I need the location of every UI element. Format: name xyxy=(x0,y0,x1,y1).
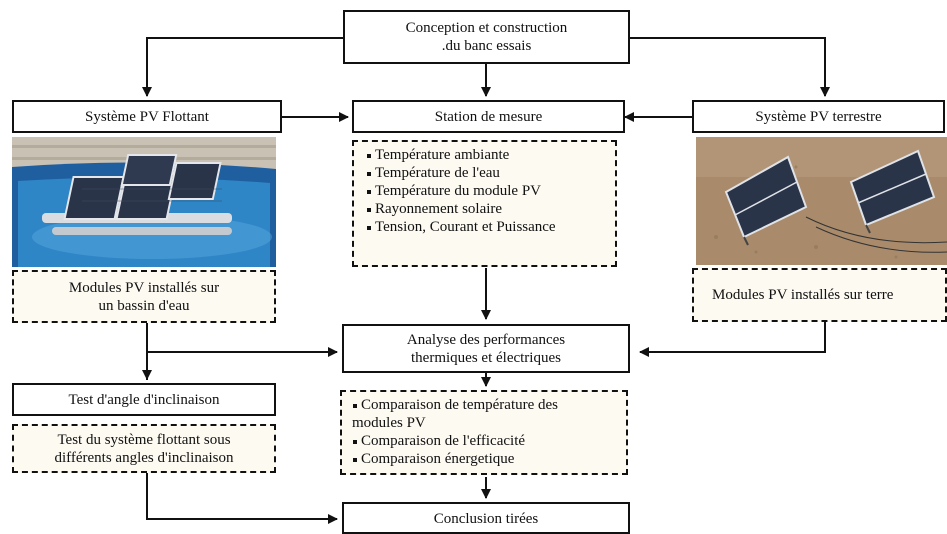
floating-pv-photo xyxy=(12,137,276,267)
comparison-item: Comparaison énergetique xyxy=(352,450,626,468)
tilt-note-line-2: différents angles d'inclinaison xyxy=(54,449,234,466)
comparison-item-text: Comparaison de température des xyxy=(361,397,559,413)
comparison-list-box: Comparaison de température des modules P… xyxy=(340,390,628,475)
design-line-1: Conception et construction xyxy=(405,20,568,36)
comparison-list: Comparaison de température des modules P… xyxy=(352,396,626,468)
ground-modules-note: Modules PV installés sur terre xyxy=(692,268,947,322)
ground-note-text: Modules PV installés sur terre xyxy=(712,287,894,303)
measurement-list-box: Température ambiante Température de l'ea… xyxy=(352,140,617,267)
comparison-item: Comparaison de l'efficacité xyxy=(352,432,626,450)
floating-pv-system-label: Système PV Flottant xyxy=(85,108,209,125)
design-construction-box: Conception et construction .du banc essa… xyxy=(343,10,630,64)
terrestrial-pv-photo xyxy=(696,137,947,265)
measurement-station-box: Station de mesure xyxy=(352,100,625,133)
measurement-item: Température du module PV xyxy=(366,182,615,200)
floating-modules-note: Modules PV installés sur un bassin d'eau xyxy=(12,270,276,323)
terrestrial-pv-system-label: Système PV terrestre xyxy=(755,108,882,125)
floating-note-line-2: un bassin d'eau xyxy=(98,297,190,314)
conclusion-box: Conclusion tirées xyxy=(342,502,630,534)
tilt-test-note: Test du système flottant sous différents… xyxy=(12,424,276,473)
measurement-item: Rayonnement solaire xyxy=(366,200,615,218)
analysis-line-1: Analyse des performances xyxy=(406,331,566,348)
floating-note-line-1: Modules PV installés sur xyxy=(68,279,220,296)
conclusion-label: Conclusion tirées xyxy=(433,511,539,527)
terrestrial-pv-system-box: Système PV terrestre xyxy=(692,100,945,133)
measurement-item: Température ambiante xyxy=(366,146,615,164)
tilt-note-line-1: Test du système flottant sous xyxy=(57,431,231,448)
comparison-item: Comparaison de température des xyxy=(352,396,626,414)
tilt-angle-test-label: Test d'angle d'inclinaison xyxy=(68,391,220,408)
analysis-line-2: thermiques et électriques xyxy=(411,349,561,366)
measurement-list: Température ambiante Température de l'ea… xyxy=(366,146,615,236)
measurement-station-label: Station de mesure xyxy=(434,108,543,125)
floating-pv-system-box: Système PV Flottant xyxy=(12,100,282,133)
measurement-item: Température de l'eau xyxy=(366,164,615,182)
comparison-item-continuation: modules PV xyxy=(352,414,626,432)
tilt-angle-test-box: Test d'angle d'inclinaison xyxy=(12,383,276,416)
measurement-item: Tension, Courant et Puissance xyxy=(366,218,615,236)
design-line-2: .du banc essais xyxy=(441,38,532,54)
performance-analysis-box: Analyse des performances thermiques et é… xyxy=(342,324,630,373)
comparison-continuation-text: modules PV xyxy=(352,415,426,431)
